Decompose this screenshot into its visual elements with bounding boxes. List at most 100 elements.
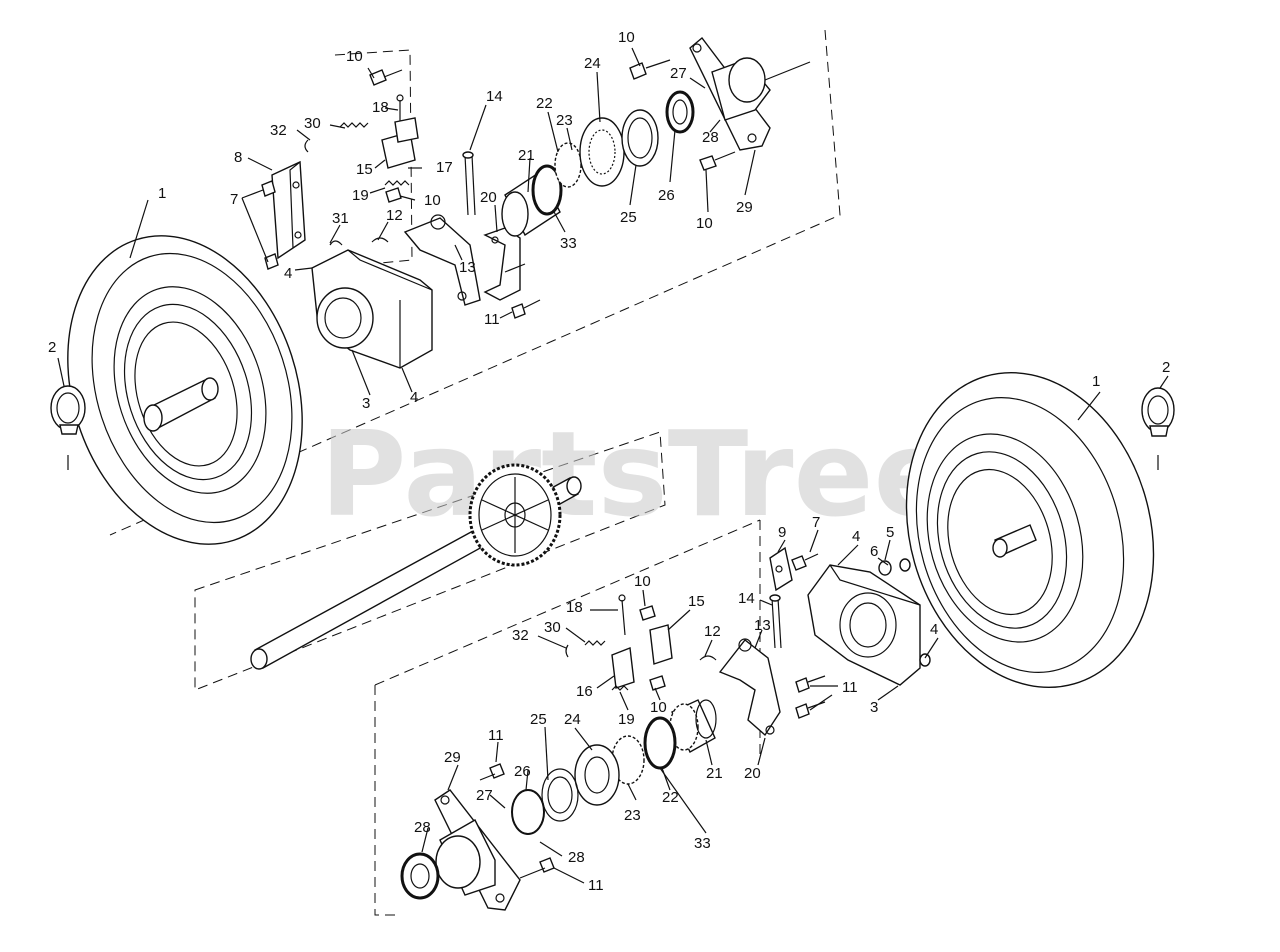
callout-3: 3 bbox=[362, 395, 370, 412]
callout-6: 6 bbox=[870, 543, 878, 560]
housing-top bbox=[311, 249, 433, 369]
callout-24: 24 bbox=[584, 55, 601, 72]
callout-30: 30 bbox=[304, 115, 321, 132]
callout-10: 10 bbox=[346, 48, 363, 65]
callout-21: 21 bbox=[518, 147, 535, 164]
callout-15: 15 bbox=[356, 161, 373, 178]
callout-2: 2 bbox=[48, 339, 56, 356]
bracket-13-top bbox=[371, 214, 481, 306]
callout-23: 23 bbox=[624, 807, 641, 824]
callout-14: 14 bbox=[738, 590, 755, 607]
callout-2: 2 bbox=[1162, 359, 1170, 376]
callout-10: 10 bbox=[634, 573, 651, 590]
callout-24: 24 bbox=[564, 711, 581, 728]
bracket-20-top bbox=[483, 227, 521, 301]
bolts-11-bottom-left bbox=[479, 763, 555, 879]
small-parts-top bbox=[261, 69, 419, 270]
callout-4: 4 bbox=[410, 389, 418, 406]
wheel-left bbox=[67, 235, 303, 545]
flange-29-top bbox=[689, 36, 811, 151]
callout-16: 16 bbox=[576, 683, 593, 700]
callout-4: 4 bbox=[852, 528, 860, 545]
callout-33: 33 bbox=[560, 235, 577, 252]
callout-7: 7 bbox=[812, 514, 820, 531]
callout-1: 1 bbox=[158, 185, 166, 202]
pin-14-top bbox=[462, 151, 476, 216]
wheel-right bbox=[905, 371, 1155, 689]
leader-lines bbox=[57, 47, 1169, 884]
callout-29: 29 bbox=[444, 749, 461, 766]
sleeve-21-bottom bbox=[669, 699, 717, 753]
callout-28: 28 bbox=[414, 819, 431, 836]
gear-set-top bbox=[554, 90, 695, 188]
callout-10: 10 bbox=[650, 699, 667, 716]
callout-10: 10 bbox=[618, 29, 635, 46]
callout-4: 4 bbox=[284, 265, 292, 282]
callout-1: 1 bbox=[1092, 373, 1100, 390]
latch-parts-bottom bbox=[565, 594, 673, 691]
axle-and-gear bbox=[250, 463, 582, 670]
callout-19: 19 bbox=[352, 187, 369, 204]
bolts-11-top bbox=[504, 263, 541, 319]
washer-28-bottom bbox=[400, 852, 440, 900]
snap-ring-33-bottom bbox=[643, 716, 677, 770]
hub-cap-left bbox=[50, 385, 86, 470]
callout-28: 28 bbox=[702, 129, 719, 146]
callout-11: 11 bbox=[488, 727, 504, 744]
bracket-13-bottom bbox=[699, 638, 781, 737]
callout-11: 11 bbox=[588, 877, 604, 894]
callout-7: 7 bbox=[230, 191, 238, 208]
callout-14: 14 bbox=[486, 88, 503, 105]
callout-11: 11 bbox=[484, 311, 500, 328]
bolts-11-bottom-mid bbox=[795, 675, 826, 719]
bracket-8 bbox=[271, 160, 306, 260]
callout-4: 4 bbox=[930, 621, 938, 638]
callouts-bottom: 2 1 9 7 4 5 6 10 18 15 14 13 4 32 30 12 … bbox=[414, 359, 1170, 894]
callout-8: 8 bbox=[234, 149, 242, 166]
callout-18: 18 bbox=[372, 99, 389, 116]
callout-13: 13 bbox=[459, 259, 476, 276]
callout-29: 29 bbox=[736, 199, 753, 216]
callout-27: 27 bbox=[476, 787, 493, 804]
callout-18: 18 bbox=[566, 599, 583, 616]
callout-27: 27 bbox=[670, 65, 687, 82]
callout-12: 12 bbox=[704, 623, 721, 640]
callout-9: 9 bbox=[778, 524, 786, 541]
snap-ring-33-top bbox=[531, 164, 563, 216]
callout-31: 31 bbox=[332, 210, 349, 227]
bolts-10-flange-top bbox=[629, 59, 736, 171]
callout-22: 22 bbox=[536, 95, 553, 112]
callout-11: 11 bbox=[842, 679, 858, 696]
callout-30: 30 bbox=[544, 619, 561, 636]
callout-20: 20 bbox=[480, 189, 497, 206]
callout-17: 17 bbox=[436, 159, 453, 176]
housing-bottom bbox=[807, 564, 921, 686]
callout-20: 20 bbox=[744, 765, 761, 782]
gear-set-bottom bbox=[511, 735, 645, 835]
callout-3: 3 bbox=[870, 699, 878, 716]
callout-22: 22 bbox=[662, 789, 679, 806]
callout-12: 12 bbox=[386, 207, 403, 224]
callout-33: 33 bbox=[694, 835, 711, 852]
flange-29-bottom bbox=[434, 789, 521, 911]
callout-13: 13 bbox=[754, 617, 771, 634]
hub-cap-right bbox=[1141, 387, 1175, 470]
callout-23: 23 bbox=[556, 112, 573, 129]
callout-28: 28 bbox=[568, 849, 585, 866]
callout-25: 25 bbox=[620, 209, 637, 226]
callout-26: 26 bbox=[658, 187, 675, 204]
callout-15: 15 bbox=[688, 593, 705, 610]
bracket-9 bbox=[769, 546, 793, 592]
watermark: PartsTree TM bbox=[320, 405, 954, 543]
callout-10: 10 bbox=[424, 192, 441, 209]
callout-25: 25 bbox=[530, 711, 547, 728]
callout-32: 32 bbox=[270, 122, 287, 139]
pin-14-bottom bbox=[769, 594, 782, 649]
callout-10: 10 bbox=[696, 215, 713, 232]
callout-5: 5 bbox=[886, 524, 894, 541]
callouts-top: 10 18 32 30 8 15 17 19 10 7 1 31 12 4 13… bbox=[48, 29, 753, 412]
callout-26: 26 bbox=[514, 763, 531, 780]
callout-21: 21 bbox=[706, 765, 723, 782]
callout-32: 32 bbox=[512, 627, 529, 644]
callout-19: 19 bbox=[618, 711, 635, 728]
